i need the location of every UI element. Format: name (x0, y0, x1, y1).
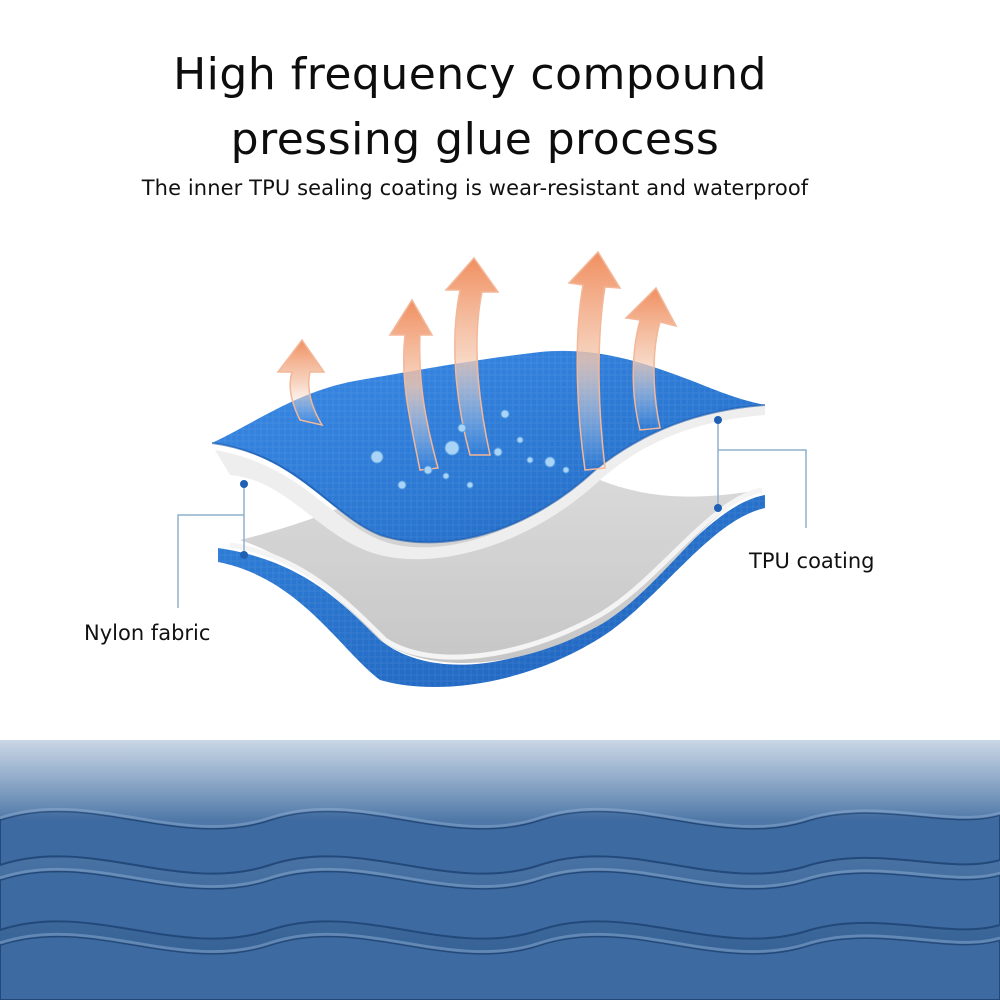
headline-line-1: High frequency compound (173, 49, 767, 100)
heat-arrow-icon (624, 286, 678, 431)
heat-arrow-icon (276, 338, 326, 427)
heat-arrow-icon (444, 256, 500, 456)
heat-arrow-icon (567, 250, 622, 471)
nylon-leader-line (177, 484, 245, 608)
headline-line-2: pressing glue process (230, 114, 720, 165)
water-droplet-icon (370, 409, 570, 490)
heat-arrow-icon (388, 298, 439, 471)
tpu-leader-line (717, 420, 807, 528)
nylon-fabric-label: Nylon fabric (84, 621, 211, 645)
subtitle: The inner TPU sealing coating is wear-re… (141, 176, 809, 200)
tpu-coating-label: TPU coating (749, 549, 875, 573)
